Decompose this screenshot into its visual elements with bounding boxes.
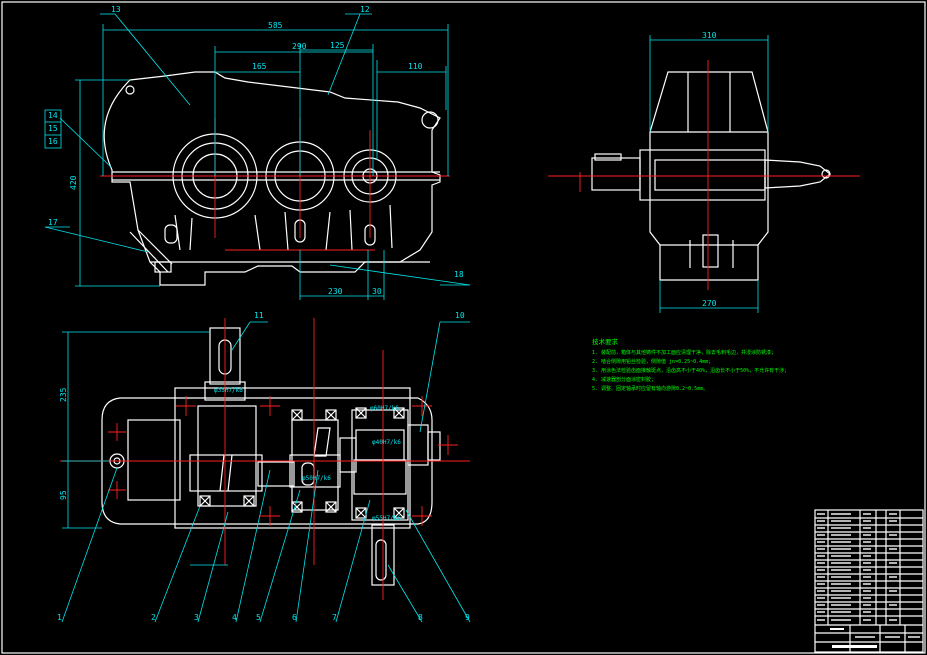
top-view: 235 95 φ35H7/k6 φ50H7/k6 φ60H7/k6 φ40H7/… — [57, 311, 471, 623]
dim-235: 235 — [59, 387, 68, 402]
callout-1: 1 — [57, 613, 62, 622]
callout-10: 10 — [455, 311, 465, 320]
title-block — [814, 509, 924, 653]
notes-title: 技术要求 — [592, 337, 619, 346]
fit-shaft-5: φ55H7/k6 — [372, 515, 401, 522]
callout-6: 6 — [292, 613, 297, 622]
dim-side-top-310: 310 — [702, 31, 717, 40]
dim-290: 290 — [292, 42, 307, 51]
technical-notes: 技术要求 1. 装配前，箱体与其他铸件不加工面应清理干净，除去毛刺毛边，并浸涂防… — [592, 337, 789, 392]
dim-side-bottom-270: 270 — [702, 299, 717, 308]
callout-9: 9 — [465, 613, 470, 622]
notes-line-5: 5. 调整、固定轴承时应留有轴向游隙0.2~0.5mm。 — [592, 385, 708, 392]
dim-30: 30 — [372, 287, 382, 296]
dim-125: 125 — [330, 41, 345, 50]
dim-overall-width: 585 — [268, 21, 283, 30]
dim-230: 230 — [328, 287, 343, 296]
callout-7: 7 — [332, 613, 337, 622]
notes-line-4: 4. 减速器剖分面涂密封胶； — [592, 376, 656, 383]
dim-110: 110 — [408, 62, 423, 71]
dim-165: 165 — [252, 62, 267, 71]
callout-12: 12 — [360, 5, 370, 14]
callout-17: 17 — [48, 218, 58, 227]
fit-shaft-4: φ40H7/k6 — [372, 439, 401, 446]
dim-height-420: 420 — [69, 175, 78, 190]
callout-5: 5 — [256, 613, 261, 622]
notes-line-1: 1. 装配前，箱体与其他铸件不加工面应清理干净，除去毛刺毛边，并浸涂防锈漆； — [592, 349, 776, 356]
callout-14: 14 — [48, 111, 58, 120]
front-view: 585 290 125 165 110 420 230 30 13 12 14 … — [44, 5, 471, 300]
callout-8: 8 — [418, 613, 423, 622]
callout-13: 13 — [111, 5, 121, 14]
callout-11: 11 — [254, 311, 264, 320]
callout-2: 2 — [151, 613, 156, 622]
callout-18: 18 — [454, 270, 464, 279]
callout-3: 3 — [194, 613, 199, 622]
callout-4: 4 — [232, 613, 237, 622]
fit-shaft-2: φ50H7/k6 — [302, 475, 331, 482]
fit-shaft-1: φ35H7/k6 — [214, 387, 243, 394]
notes-line-2: 2. 啮合侧隙用铅丝检验，侧隙值 jn=0.25~0.4mm； — [592, 358, 713, 365]
notes-line-3: 3. 用涂色法检验齿面接触斑点，沿齿高不小于40%，沿齿长不小于50%，不允许有… — [592, 367, 789, 374]
fit-shaft-3: φ60H7/k6 — [370, 405, 399, 412]
callout-15: 15 — [48, 124, 58, 133]
dim-95: 95 — [59, 490, 68, 500]
callout-16: 16 — [48, 137, 58, 146]
side-view: 310 270 — [548, 31, 860, 313]
